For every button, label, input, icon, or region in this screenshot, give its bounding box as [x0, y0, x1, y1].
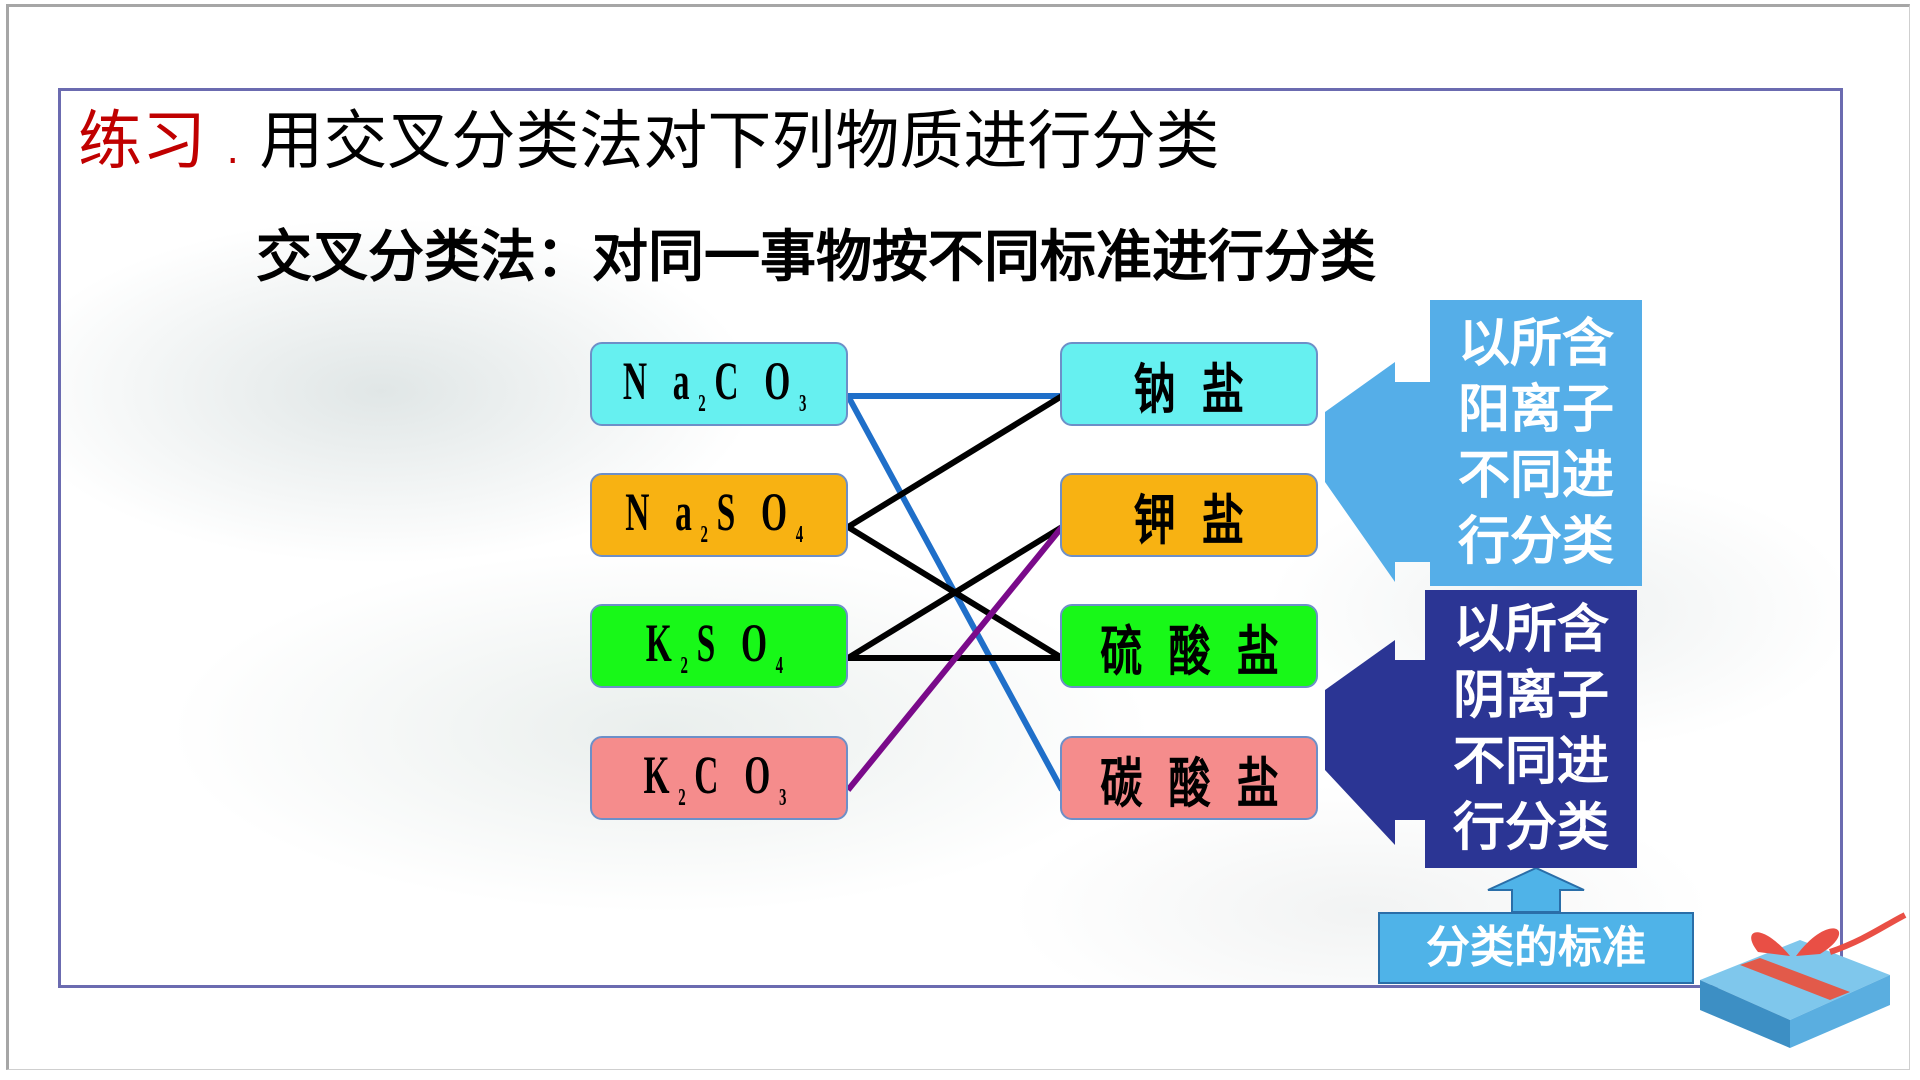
cation-standard-box: 以所含阳离子不同进行分类	[1430, 300, 1642, 586]
cation-standard-text: 以所含阳离子不同进行分类	[1457, 314, 1614, 572]
title-text: 用交叉分类法对下列物质进行分类	[259, 105, 1220, 179]
formula-main: N a	[622, 351, 699, 412]
criterion-label-box: 分类的标准	[1378, 912, 1694, 984]
formula-sub: 2	[680, 652, 697, 679]
criterion-up-arrow	[1487, 866, 1585, 913]
page-frame	[6, 4, 1910, 1070]
formula-main: K	[645, 613, 681, 674]
formula-box-k2co3: K2C O3	[590, 736, 848, 820]
link-line-4	[846, 524, 1064, 661]
title-lead: 练习	[78, 105, 206, 179]
formula-mid: S O	[696, 613, 776, 674]
link-line-6	[845, 525, 1065, 792]
formula-mid: C O	[694, 745, 779, 806]
formula-main: K	[643, 745, 678, 806]
formula-sub: 2	[698, 390, 715, 417]
formula-mid: S O	[717, 482, 797, 543]
definition-text: 交叉分类法：对同一事物按不同标准进行分类	[256, 225, 1376, 290]
formula-box-na2so4: N a2S O4	[590, 473, 848, 557]
formula-mid: C O	[714, 351, 799, 412]
gift-box-icon	[1700, 912, 1907, 1048]
anion-arrow-shape	[1325, 640, 1440, 845]
category-label: 钾 盐	[1133, 490, 1245, 551]
anion-standard-box: 以所含阴离子不同进行分类	[1425, 590, 1637, 868]
formula-sub: 4	[796, 521, 813, 548]
anion-standard-text: 以所含阴离子不同进行分类	[1452, 600, 1609, 858]
category-label: 硫 酸 盐	[1099, 621, 1279, 682]
page-title: 练习 . 用交叉分类法对下列物质进行分类	[78, 102, 1219, 182]
formula-sub: 2	[701, 521, 718, 548]
link-line-2	[846, 393, 1064, 530]
formula-main: N a	[625, 482, 702, 543]
cation-arrow-shape	[1325, 362, 1440, 582]
formula-sub: 3	[798, 390, 816, 417]
category-label: 碳 酸 盐	[1099, 753, 1279, 814]
category-box-potassium-salt: 钾 盐	[1060, 473, 1318, 557]
title-separator: .	[226, 127, 240, 173]
category-box-carbonate: 碳 酸 盐	[1060, 736, 1318, 820]
formula-sub: 2	[677, 784, 695, 811]
formula-sub: 3	[778, 784, 795, 811]
formula-box-na2co3: N a2C O3	[590, 342, 848, 426]
formula-box-k2so4: K2S O4	[590, 604, 848, 688]
category-box-sulfate: 硫 酸 盐	[1060, 604, 1318, 688]
formula-sub: 4	[775, 652, 793, 679]
category-label: 钠 盐	[1133, 359, 1245, 420]
category-box-sodium-salt: 钠 盐	[1060, 342, 1318, 426]
